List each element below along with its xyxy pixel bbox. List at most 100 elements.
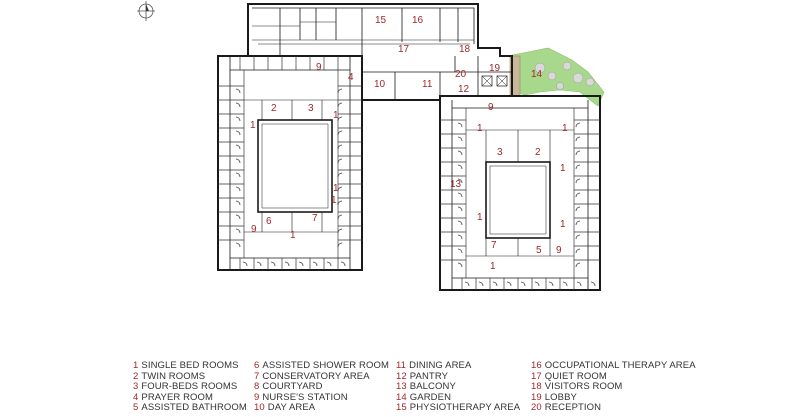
room-partitions <box>440 119 600 290</box>
legend-number: 1 <box>133 360 139 371</box>
room-label: 12 <box>458 84 470 95</box>
legend-label: TWIN ROOMS <box>141 370 206 382</box>
legend-label: VISITORS ROOM <box>544 381 623 393</box>
room-partition <box>520 281 526 287</box>
room-label: 3 <box>308 103 314 114</box>
room-label: 16 <box>412 15 424 26</box>
legend-number: 16 <box>531 360 542 371</box>
room-label: 17 <box>398 44 410 55</box>
room-partition <box>256 261 262 267</box>
legend-number: 8 <box>254 381 260 393</box>
legend-label: DINING AREA <box>409 360 472 371</box>
legend-number: 15 <box>396 402 407 414</box>
room-label: 1 <box>560 163 566 174</box>
floor-plan: 15 16 17 18 9 4 10 11 20 19 12 14 2 3 1 … <box>137 1 605 291</box>
legend-number: 2 <box>133 370 139 382</box>
room-partition <box>298 261 304 267</box>
legend-label: DAY AREA <box>267 402 316 414</box>
legend-label: CONSERVATORY AREA <box>262 370 370 382</box>
room-label: 2 <box>535 147 541 158</box>
legend-label: ASSISTED BATHROOM <box>141 402 247 414</box>
room-label: 9 <box>488 102 494 113</box>
room-partition <box>235 130 343 136</box>
north-arrow-icon <box>137 1 155 21</box>
room-label: 1 <box>560 219 566 230</box>
room-partition <box>235 144 343 150</box>
legend-number: 10 <box>254 402 265 414</box>
room-label: 1 <box>250 120 256 131</box>
legend-label: PHYSIOTHERAPY AREA <box>409 402 521 414</box>
room-partition <box>235 102 343 108</box>
room-partition <box>562 281 568 287</box>
room-partition <box>457 220 581 226</box>
legend-label: PRAYER ROOM <box>141 391 214 403</box>
legend-number: 3 <box>133 381 139 393</box>
room-number-labels: 15 16 17 18 9 4 10 11 20 19 12 14 2 3 1 … <box>250 15 568 272</box>
room-partition <box>235 158 343 164</box>
legend-number: 12 <box>396 370 407 382</box>
legend-label: LOBBY <box>544 391 577 403</box>
room-partition <box>235 186 343 192</box>
room-partition <box>235 88 343 94</box>
room-label: 1 <box>333 110 339 121</box>
legend-label: GARDEN <box>409 391 452 403</box>
room-partition <box>235 242 343 248</box>
room-partition <box>457 150 581 156</box>
room-label: 7 <box>491 240 497 251</box>
legend-label: QUIET ROOM <box>544 370 607 382</box>
room-partition <box>242 261 248 267</box>
room-label: 18 <box>459 44 471 55</box>
room-partition <box>457 248 581 254</box>
room-label: 1 <box>477 123 483 134</box>
room-partition <box>590 281 596 287</box>
legend-number: 18 <box>531 381 542 393</box>
room-label: 1 <box>490 261 496 272</box>
room-label: 9 <box>316 62 322 73</box>
room-partition <box>457 234 581 240</box>
legend-label: BALCONY <box>409 381 456 393</box>
room-partition <box>270 261 276 267</box>
legend-number: 7 <box>254 370 260 382</box>
room-label: 6 <box>266 216 272 227</box>
room-label: 1 <box>477 212 483 223</box>
room-label: 5 <box>536 245 542 256</box>
room-partition <box>457 164 581 170</box>
room-label: 14 <box>531 69 543 80</box>
room-partition <box>534 281 540 287</box>
room-partition <box>548 281 554 287</box>
room-partition <box>457 122 581 128</box>
room-label: 1 <box>331 195 337 206</box>
garden-area <box>509 47 605 107</box>
room-label: 4 <box>348 72 354 83</box>
room-label: 11 <box>422 79 433 90</box>
room-partition <box>235 214 343 220</box>
room-partition <box>235 228 343 234</box>
room-label: 1 <box>562 123 568 134</box>
room-label: 15 <box>375 15 387 26</box>
room-partition <box>478 281 484 287</box>
room-partition <box>457 178 581 184</box>
room-label: 20 <box>455 69 467 80</box>
legend-label: PANTRY <box>409 370 449 382</box>
room-label: 1 <box>333 183 339 194</box>
legend-number: 17 <box>531 370 542 382</box>
legend-number: 14 <box>396 391 407 403</box>
legend-label: COURTYARD <box>262 381 323 393</box>
room-partition <box>457 262 581 268</box>
room-label: 9 <box>251 224 257 235</box>
legend-number: 20 <box>531 402 542 414</box>
